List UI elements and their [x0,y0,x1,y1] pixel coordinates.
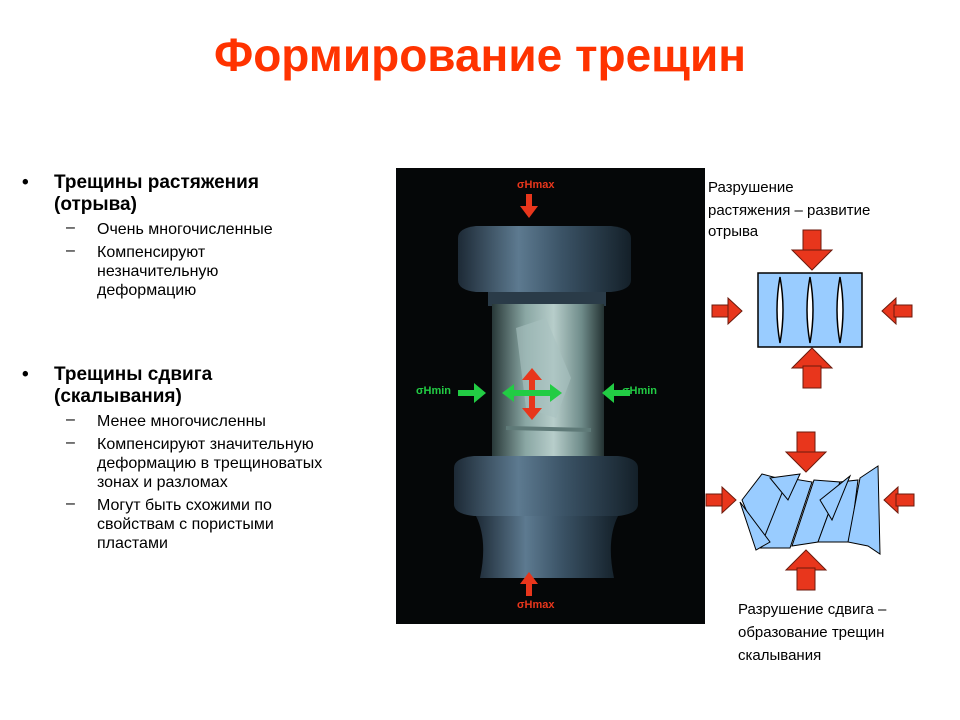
caption-line: скалывания [738,647,822,664]
caption-line: Разрушение сдвига – [738,601,887,618]
page-title: Формирование трещин [213,29,747,81]
arrow-up-icon [520,572,538,596]
sub-bullet: – Очень многочисленные [22,219,362,239]
sigma-hmin-right-label: σHmin [622,385,657,397]
dash-marker: – [66,219,75,236]
arrow-down-icon [784,431,828,473]
arrow-right-icon [705,485,737,515]
shear-caption: Разрушение сдвига – образование трещин с… [738,598,886,667]
caption-line: растяжения – развитие [708,202,871,219]
arrow-up-icon [790,347,834,389]
bullet-dot: • [22,364,29,385]
arrow-left-icon [881,296,913,326]
arrow-left-icon [883,485,915,515]
arrow-down-icon [520,194,538,218]
bullet-shear-heading: • Трещины сдвига (скалывания) [22,364,362,408]
caption-line: образование трещин [738,624,885,641]
sub-bullet-text: Менее многочисленны [97,413,266,430]
sub-bullet: – Могут быть схожими по свойствам с пори… [22,495,362,553]
tension-cracks [776,276,844,344]
dash-marker: – [66,411,75,428]
heading-line: Трещины сдвига [54,364,213,385]
sub-bullet: – Менее многочисленны [22,411,362,431]
sigma-hmax-top-label: σHmax [517,179,555,191]
caption-line: отрыва [708,223,759,240]
tension-caption: Разрушение растяжения – развитие отрыва [708,176,870,243]
bullet-dot: • [22,172,29,193]
heading-line: (скалывания) [54,386,182,407]
bullet-tension-heading: • Трещины растяжения (отрыва) [22,172,362,216]
sub-bullet: – Компенсируют значительную деформацию в… [22,434,362,492]
bullet-list: • Трещины растяжения (отрыва) – Очень мн… [22,172,362,553]
sub-bullet-text: Могут быть схожими по свойствам с порист… [97,497,274,552]
stress-cross-icon [502,368,562,420]
heading-line: (отрыва) [54,194,137,215]
arrow-right-icon [458,383,486,403]
sub-bullet-text: Очень многочисленные [97,221,273,238]
arrow-right-icon [711,296,743,326]
arrow-left-icon [602,383,630,403]
sub-bullet: – Компенсируют незначительную деформацию [22,242,362,300]
dash-marker: – [66,434,75,451]
dash-marker: – [66,242,75,259]
shear-fracture-diagram [705,431,915,591]
arrow-up-icon [784,549,828,591]
sub-bullet-text: Компенсируют значительную деформацию в т… [97,436,323,491]
caption-line: Разрушение [708,179,794,196]
arrow-down-icon [790,229,834,271]
heading-line: Трещины растяжения [54,172,259,193]
sub-bullet-text: Компенсируют незначительную деформацию [97,244,219,299]
sigma-hmax-bottom-label: σHmax [517,599,555,611]
dash-marker: – [66,495,75,512]
shear-blocks [739,465,881,555]
tension-fracture-diagram [711,229,913,389]
sigma-hmin-left-label: σHmin [416,385,451,397]
core-sample-photo: σHmax σHmax σHmin σHmin [396,168,705,624]
